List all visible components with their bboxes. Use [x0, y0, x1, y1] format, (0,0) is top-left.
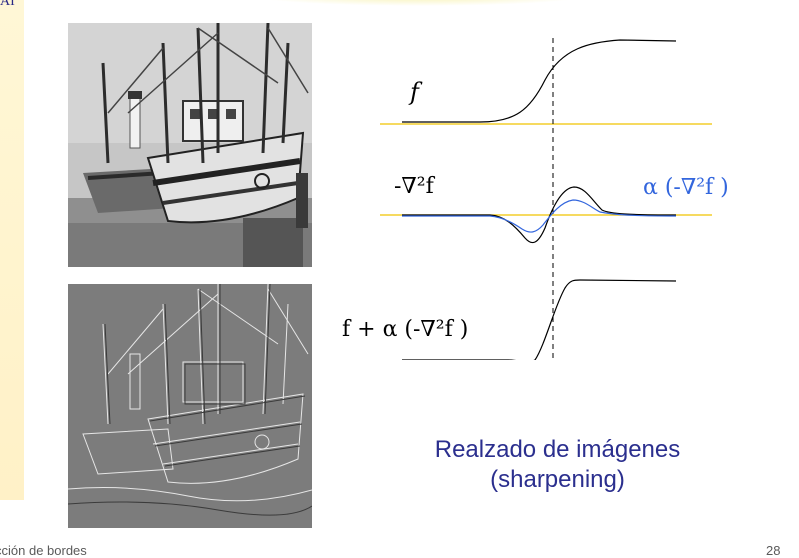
label-sum: f + α (-∇²f ) [342, 317, 469, 342]
caption-line-1: Realzado de imágenes [434, 436, 681, 463]
caption-line-2: (sharpening) [490, 466, 625, 493]
label-alpha-laplacian: α (-∇²f ) [643, 175, 729, 200]
curve-alpha-laplacian [402, 199, 677, 233]
footer-section-title: cción de bordes [0, 543, 87, 558]
label-laplacian: -∇²f [394, 174, 434, 199]
sidebar-band: AI [0, 0, 24, 500]
slide-caption: Realzado de imágenes (sharpening) [395, 435, 720, 495]
title-glow [250, 0, 590, 6]
boat-photo-laplacian [68, 284, 312, 528]
sharpening-profile-diagram [380, 38, 712, 360]
curve-laplacian [402, 186, 677, 244]
label-f: f [410, 78, 419, 106]
curve-f [402, 39, 677, 123]
curve-sum [402, 279, 677, 360]
boat-photo-original [68, 23, 312, 267]
sidebar-corner-text: AI [0, 0, 15, 9]
page-number: 28 [766, 543, 781, 558]
